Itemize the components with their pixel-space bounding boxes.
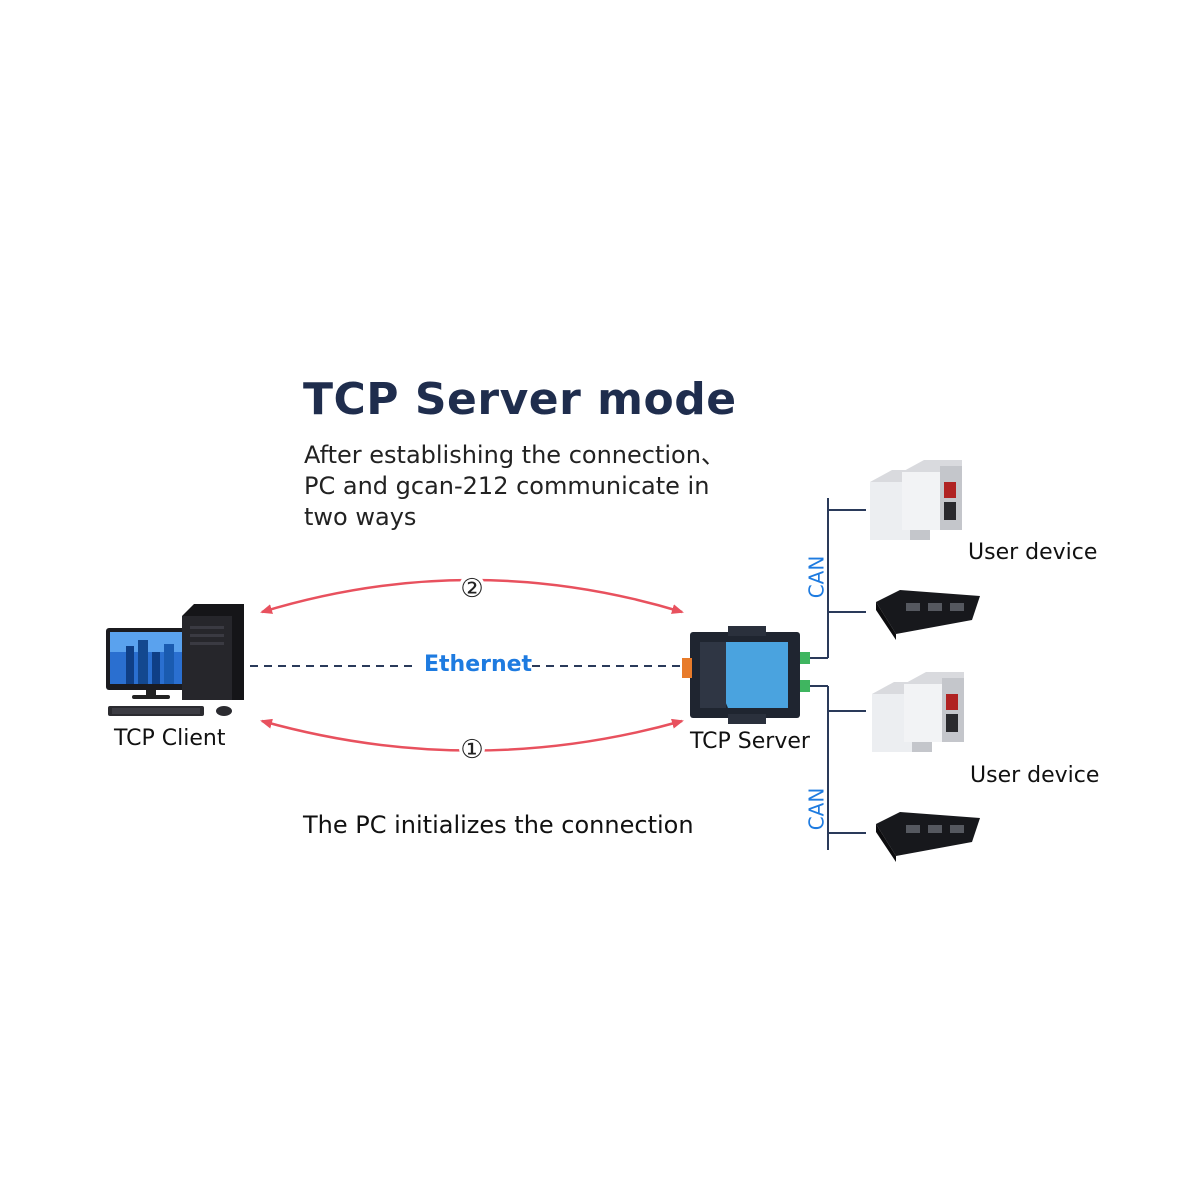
connection-note: The PC initializes the connection — [303, 811, 694, 839]
arrow-number-badge-1 — [459, 735, 485, 761]
can-module-icon-1 — [876, 590, 980, 640]
tcp-client-label: TCP Client — [114, 726, 226, 751]
user-device-label-1: User device — [968, 540, 1098, 565]
tcp-server-label: TCP Server — [690, 729, 810, 754]
can-bus-bottom — [810, 685, 866, 850]
pc-tower-icon — [182, 604, 244, 700]
pc-monitor-icon — [106, 628, 196, 699]
drive-unit-icon-1b — [902, 460, 962, 530]
gateway-device-icon — [682, 626, 810, 724]
ethernet-label: Ethernet — [424, 652, 533, 677]
arrow-number-badge-2 — [459, 574, 485, 600]
page-title: TCP Server mode — [303, 374, 737, 425]
drive-unit-icon-2b — [904, 672, 964, 742]
pc-mouse-icon — [216, 706, 232, 716]
user-device-label-2: User device — [970, 763, 1100, 788]
subtitle-line-3: two ways — [304, 503, 417, 531]
can-module-icon-2 — [876, 812, 980, 862]
arrow-number-2: ② — [460, 574, 483, 604]
can-bus-top — [810, 498, 866, 659]
subtitle-line-1: After establishing the connection、 — [304, 441, 725, 469]
pc-keyboard-icon — [108, 706, 204, 716]
arrow-number-1: ① — [460, 735, 483, 765]
subtitle-line-2: PC and gcan-212 communicate in — [304, 472, 710, 500]
